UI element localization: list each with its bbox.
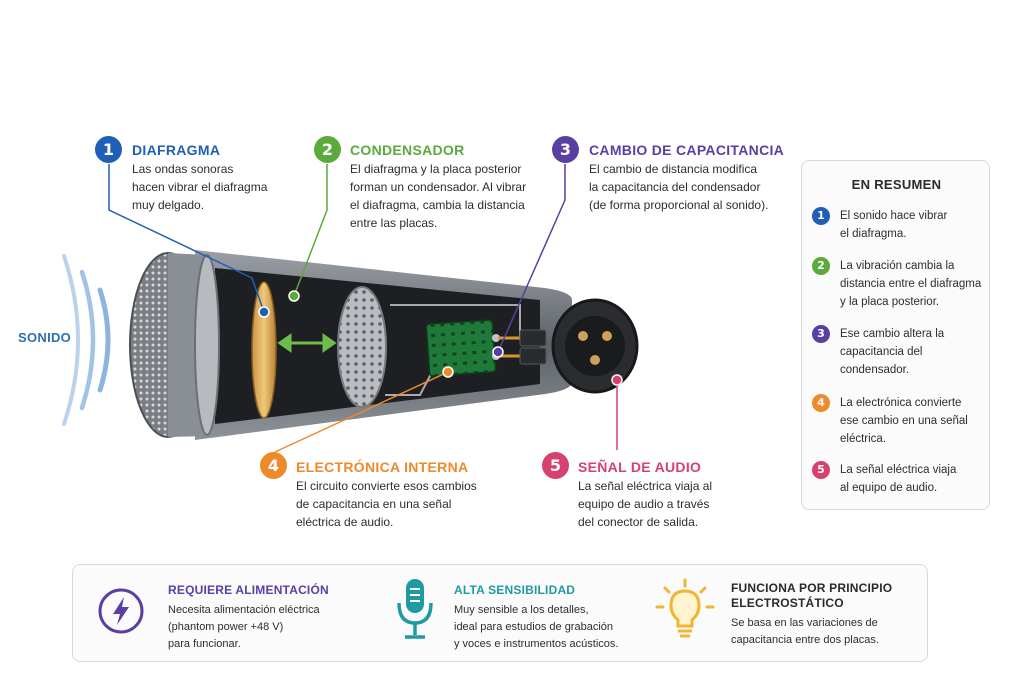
microphone-icon xyxy=(397,579,433,639)
diaphragm xyxy=(251,281,277,419)
lightbulb-icon xyxy=(655,578,715,638)
lightning-icon xyxy=(98,588,144,634)
vibration-arrow xyxy=(277,333,337,353)
summary-title: EN RESUMEN xyxy=(851,177,942,192)
summary-number: 3 xyxy=(812,325,830,343)
callout-title: CONDENSADOR xyxy=(350,142,465,158)
callout-title: ELECTRÓNICA INTERNA xyxy=(296,459,469,475)
summary-number: 1 xyxy=(812,207,830,225)
sound-label: SONIDO xyxy=(18,330,72,345)
callout-title: DIAFRAGMA xyxy=(132,142,221,158)
callout-number: 4 xyxy=(260,452,287,479)
summary-number: 4 xyxy=(812,394,830,412)
callout-number: 2 xyxy=(314,136,341,163)
backplate xyxy=(337,286,387,408)
feature-text: Necesita alimentación eléctrica(phantom … xyxy=(168,604,320,650)
feature-title: REQUIERE ALIMENTACIÓN xyxy=(168,583,329,597)
callout-number: 1 xyxy=(95,136,122,163)
callout-title: CAMBIO DE CAPACITANCIA xyxy=(589,142,785,158)
features-panel: REQUIERE ALIMENTACIÓN Necesita alimentac… xyxy=(72,564,928,662)
sound-waves xyxy=(62,254,111,426)
feature-text: Muy sensible a los detalles,ideal para e… xyxy=(454,604,619,650)
callout-title: SEÑAL DE AUDIO xyxy=(578,459,702,475)
callout-number: 3 xyxy=(552,136,579,163)
feature-title: ALTA SENSIBILIDAD xyxy=(454,583,576,597)
summary-number: 2 xyxy=(812,257,830,275)
pcb-board xyxy=(425,319,497,377)
summary-number: 5 xyxy=(812,461,830,479)
callout-number: 5 xyxy=(542,452,569,479)
